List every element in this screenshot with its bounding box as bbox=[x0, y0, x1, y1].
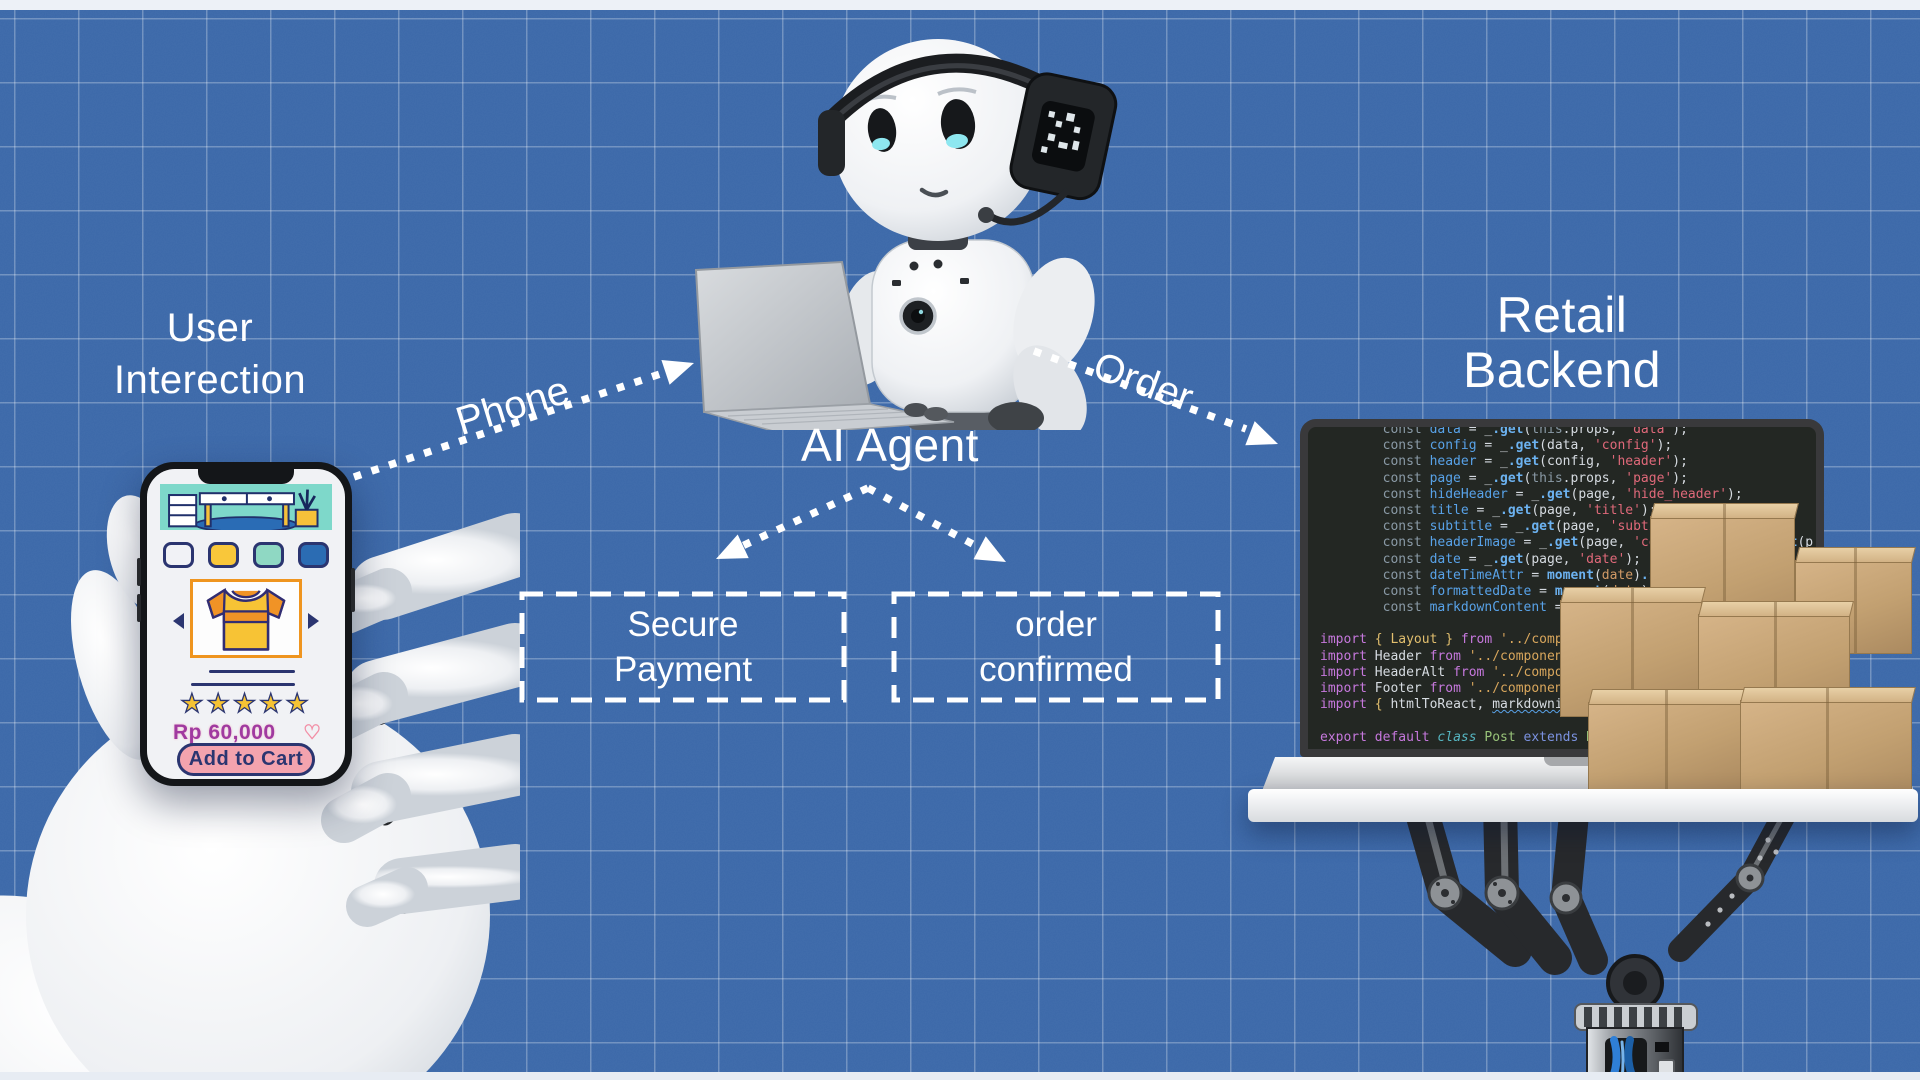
order-confirmed-line2: confirmed bbox=[979, 650, 1133, 689]
retail-label-line1: Retail bbox=[1496, 287, 1628, 343]
code-line: const data = _.get(this.props, 'data'); bbox=[1320, 422, 1688, 437]
user-label-line1: User bbox=[166, 306, 254, 350]
order-confirmed-line1: order bbox=[1015, 605, 1097, 644]
color-swatches bbox=[163, 542, 329, 568]
phone-power-button bbox=[351, 568, 355, 612]
top-edge-strip bbox=[0, 0, 1920, 10]
heart-icon[interactable]: ♡ bbox=[303, 722, 321, 744]
code-line: const hideHeader = _.get(page, 'hide_hea… bbox=[1320, 486, 1743, 502]
star-icon: ★ bbox=[180, 687, 207, 718]
secure-payment-box: Secure Payment bbox=[522, 594, 844, 700]
phone-volume-button bbox=[137, 594, 141, 622]
retail-label-line2: Backend bbox=[1462, 342, 1662, 398]
user-interaction-label: User Interection bbox=[55, 302, 365, 406]
add-to-cart-button[interactable]: Add to Cart bbox=[177, 743, 315, 776]
star-icon: ★ bbox=[232, 687, 260, 718]
color-swatch[interactable] bbox=[253, 542, 284, 568]
app-banner-illustration bbox=[160, 484, 332, 533]
smartphone: ★★★★★ Rp 60,000 ♡ Add to Cart bbox=[137, 462, 355, 786]
star-icon: ★ bbox=[285, 687, 312, 718]
code-line: const header = _.get(config, 'header'); bbox=[1320, 454, 1688, 470]
tshirt-product-icon bbox=[206, 587, 286, 651]
color-swatch[interactable] bbox=[208, 542, 239, 568]
secure-payment-line2: Payment bbox=[613, 650, 753, 689]
price-row: Rp 60,000 ♡ bbox=[173, 720, 321, 745]
microphone-icon bbox=[978, 207, 994, 223]
carousel-left-icon[interactable] bbox=[173, 613, 184, 629]
order-confirmed-box: order confirmed bbox=[894, 594, 1218, 700]
phone-notch bbox=[198, 469, 294, 484]
star-icon: ★ bbox=[258, 687, 286, 718]
cardboard-box bbox=[1740, 688, 1912, 802]
product-carousel-card[interactable] bbox=[190, 579, 302, 658]
furniture-banner-icon bbox=[168, 489, 319, 533]
user-label-line2: Interection bbox=[113, 358, 307, 402]
color-swatch[interactable] bbox=[163, 542, 194, 568]
color-swatch[interactable] bbox=[298, 542, 329, 568]
rating-stars: ★★★★★ bbox=[147, 687, 345, 719]
shopping-app-screen: ★★★★★ Rp 60,000 ♡ Add to Cart bbox=[147, 469, 345, 779]
retail-backend-label: Retail Backend bbox=[1406, 288, 1718, 398]
secure-payment-line1: Secure bbox=[627, 605, 739, 644]
text-placeholder-line bbox=[191, 683, 295, 686]
code-line: const page = _.get(this.props, 'page'); bbox=[1320, 470, 1688, 486]
code-line: const config = _.get(data, 'config'); bbox=[1320, 438, 1673, 454]
phone-volume-button bbox=[137, 558, 141, 586]
star-icon: ★ bbox=[206, 687, 233, 718]
ai-agent-label: AI Agent bbox=[801, 419, 979, 471]
text-placeholder-line bbox=[209, 670, 295, 673]
laptop-tray-platform bbox=[1248, 789, 1918, 822]
bottom-edge-strip bbox=[0, 1072, 1920, 1080]
cardboard-box bbox=[1588, 690, 1742, 792]
robotic-arm-illustration bbox=[1403, 798, 1802, 1080]
carousel-right-icon[interactable] bbox=[308, 613, 319, 629]
price-text: Rp 60,000 bbox=[173, 720, 276, 744]
